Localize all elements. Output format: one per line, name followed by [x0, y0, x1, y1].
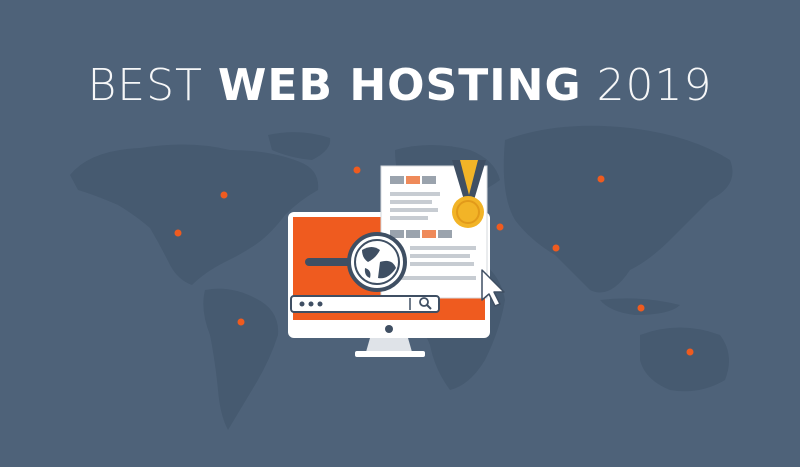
- headline-highlight: WEB HOSTING: [217, 60, 582, 111]
- dot-icon: [308, 301, 314, 307]
- headline: BEST WEB HOSTING 2019: [0, 60, 800, 111]
- dot-icon: [299, 301, 305, 307]
- globe-icon: [354, 239, 400, 285]
- location-dot-icon: [686, 348, 694, 356]
- location-dot-icon: [237, 318, 245, 326]
- world-map: [70, 125, 733, 430]
- continent-australia: [640, 327, 729, 392]
- continent-north-america: [70, 144, 319, 285]
- location-dot-icon: [597, 175, 605, 183]
- continent-south-america: [203, 288, 279, 430]
- magnifier-icon: [305, 232, 407, 292]
- monitor-power: [385, 325, 393, 333]
- location-dot-icon: [637, 304, 645, 312]
- location-dot-icon: [552, 244, 560, 252]
- location-dot-icon: [220, 191, 228, 199]
- location-dots: [174, 166, 694, 356]
- headline-prefix: BEST: [87, 60, 203, 111]
- cursor-icon: [481, 269, 505, 307]
- headline-year: 2019: [596, 60, 713, 111]
- monitor-neck: [366, 338, 412, 352]
- magnifier-handle: [305, 258, 361, 266]
- medal-icon: [452, 160, 486, 228]
- location-dot-icon: [353, 166, 361, 174]
- location-dot-icon: [174, 229, 182, 237]
- search-icon: [419, 297, 432, 310]
- search-bar: [290, 295, 440, 313]
- monitor-base: [355, 351, 425, 357]
- continent-greenland: [268, 132, 331, 160]
- dot-icon: [317, 301, 323, 307]
- location-dot-icon: [496, 223, 504, 231]
- continent-asia: [503, 125, 733, 293]
